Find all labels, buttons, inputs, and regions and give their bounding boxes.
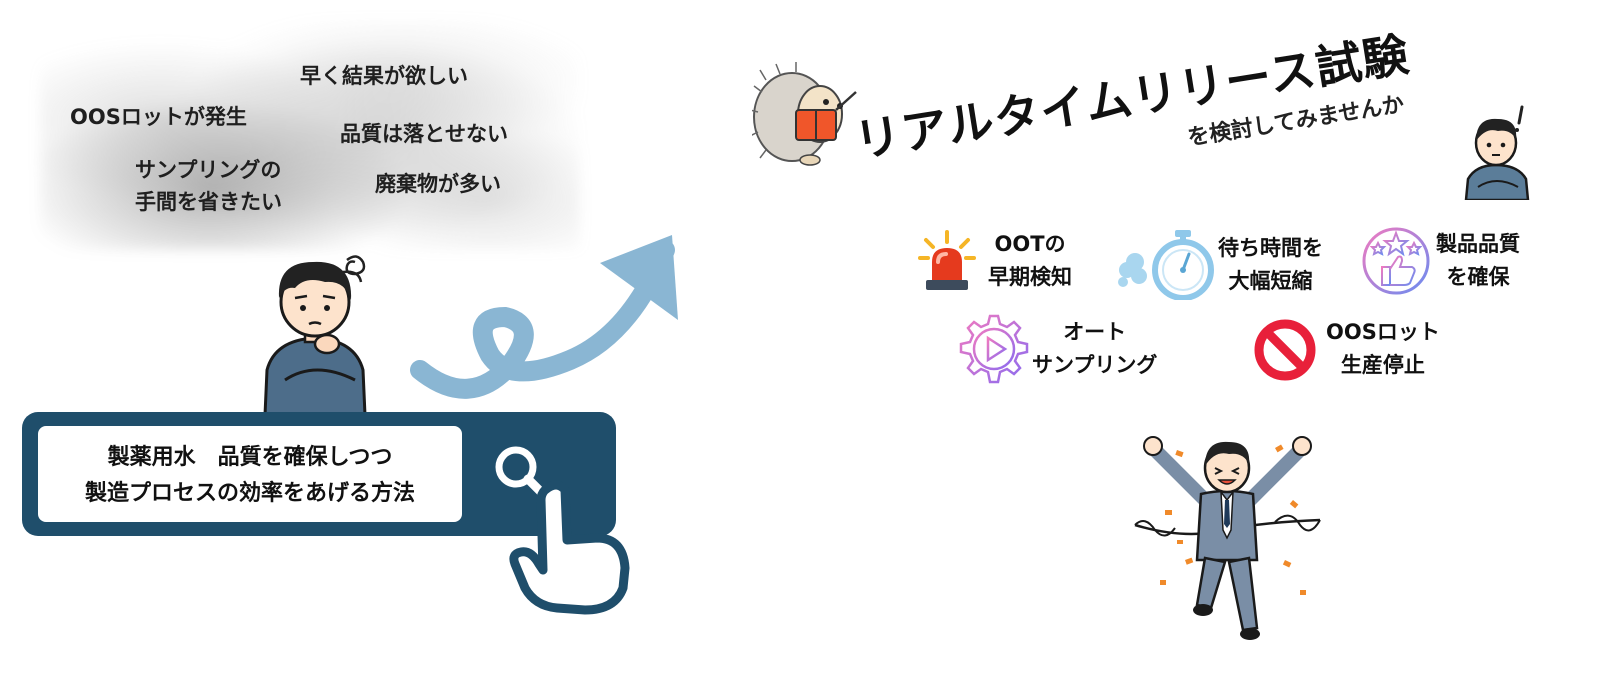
- celebrating-man-icon: [1134, 436, 1321, 640]
- worry-waste: 廃棄物が多い: [375, 172, 501, 196]
- surprised-man-icon: [1464, 105, 1530, 200]
- benefit-auto-sampling: オート サンプリング: [1032, 316, 1157, 382]
- benefit-oos-line2: 生産停止: [1340, 353, 1425, 377]
- search-input[interactable]: [38, 426, 462, 522]
- page-title: リアルタイムリリース試験: [851, 27, 1413, 169]
- worry-quality: 品質は落とせない: [340, 122, 508, 146]
- thumbs-up-stars-icon: [1362, 227, 1430, 295]
- pointing-hand-icon: [509, 480, 630, 615]
- benefit-oot: OOTの 早期検知: [988, 228, 1072, 294]
- worried-man-icon: [263, 255, 367, 415]
- worry-oos-lot: OOSロットが発生: [70, 105, 247, 129]
- benefit-quality-line2: を確保: [1446, 265, 1510, 289]
- gear-play-icon: [959, 314, 1029, 384]
- search-query: 製薬用水 品質を確保しつつ 製造プロセスの効率をあげる方法: [38, 440, 462, 512]
- stopwatch-icon: [1118, 230, 1214, 300]
- benefit-wait-line1: 待ち時間を: [1218, 236, 1323, 260]
- benefit-wait-line2: 大幅短縮: [1228, 269, 1313, 293]
- worry-sampling-line1: サンプリングの: [135, 158, 282, 182]
- worry-sampling-line2: 手間を省きたい: [135, 190, 282, 214]
- benefit-oot-line1: OOTの: [994, 232, 1066, 256]
- benefit-oos: OOSロット 生産停止: [1326, 316, 1440, 382]
- worry-fast-results: 早く結果が欲しい: [300, 64, 468, 88]
- benefit-oos-line1: OOSロット: [1326, 320, 1440, 344]
- prohibit-icon: [1254, 319, 1316, 381]
- siren-icon: [918, 230, 976, 290]
- benefit-quality-line1: 製品品質: [1436, 232, 1520, 256]
- worry-cloud: [40, 20, 580, 250]
- search-query-line1: 製薬用水 品質を確保しつつ: [107, 445, 393, 470]
- benefit-auto-line2: サンプリング: [1032, 353, 1158, 377]
- hedgehog-icon: [752, 62, 857, 166]
- benefit-oot-line2: 早期検知: [988, 265, 1072, 289]
- benefit-wait: 待ち時間を 大幅短縮: [1218, 232, 1323, 298]
- curly-arrow-icon: [410, 235, 678, 399]
- benefit-auto-line1: オート: [1063, 320, 1127, 344]
- search-query-line2: 製造プロセスの効率をあげる方法: [84, 481, 415, 506]
- benefit-quality: 製品品質 を確保: [1436, 228, 1520, 294]
